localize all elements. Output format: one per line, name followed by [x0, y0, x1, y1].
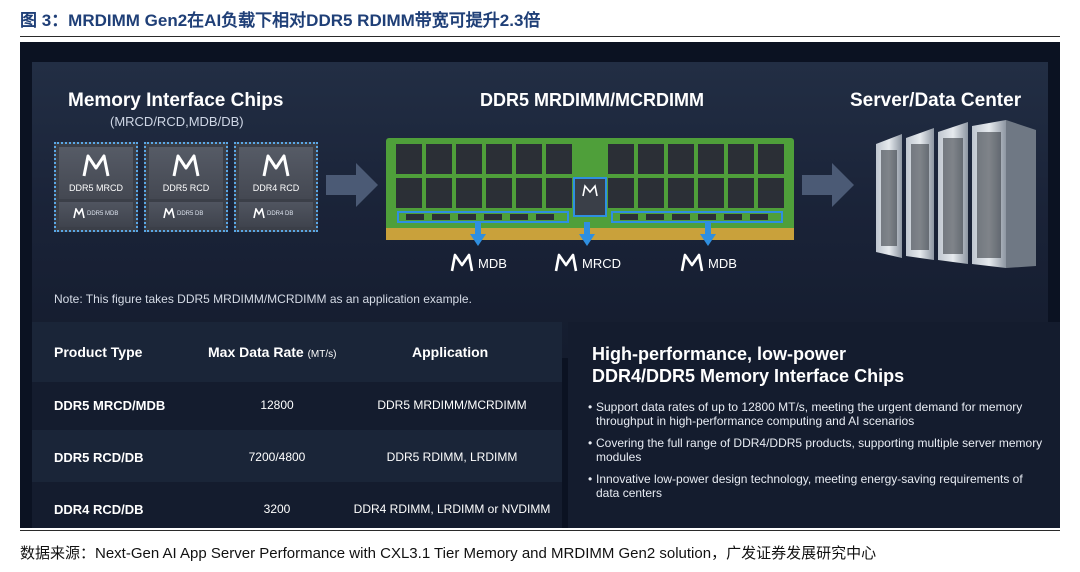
chip-ddr5-rcd: DDR5 RCD DDR5 DB — [144, 142, 228, 232]
chip-sublabel: DDR4 DB — [267, 211, 294, 217]
features-title-line1: High-performance, low-power — [592, 344, 847, 364]
feature-bullet: Covering the full range of DDR4/DDR5 pro… — [588, 436, 1048, 464]
header-max-data-rate: Max Data Rate (MT/s) — [208, 344, 337, 360]
table-row: DDR5 RCD/DB 7200/4800 DDR5 RDIMM, LRDIMM — [32, 430, 562, 482]
pointer-down-icon — [579, 222, 595, 246]
chips-heading: Memory Interface Chips — [68, 90, 284, 111]
chip-label: DDR4 RCD — [252, 183, 300, 193]
chip-label: DDR5 RCD — [162, 183, 210, 193]
server-heading: Server/Data Center — [850, 90, 1022, 111]
montage-logo-icon — [450, 253, 474, 272]
table-row: DDR4 RCD/DB 3200 DDR4 RDIMM, LRDIMM or N… — [54, 502, 551, 517]
top-rule — [20, 36, 1060, 37]
montage-logo-small-icon — [253, 208, 265, 219]
montage-logo-icon — [172, 154, 200, 177]
montage-logo-small-icon — [163, 208, 175, 219]
bottom-rule — [20, 530, 1060, 531]
callout-mdb-left: MDB — [450, 252, 507, 274]
memory-module-illustration — [386, 138, 794, 240]
server-rack-illustration — [876, 120, 1036, 268]
arrow-right-icon — [802, 163, 854, 207]
infographic-panel: Memory Interface Chips (MRCD/RCD,MDB/DB)… — [20, 42, 1060, 528]
figure-title: 图 3：MRDIMM Gen2在AI负载下相对DDR5 RDIMM带宽可提升2.… — [20, 11, 541, 30]
chip-sublabel: DDR5 DB — [177, 211, 204, 217]
pointer-down-icon — [700, 222, 716, 246]
arrow-right-icon — [326, 163, 378, 207]
montage-logo-icon — [680, 253, 704, 272]
chip-label: DDR5 MRCD — [69, 183, 123, 193]
callout-mdb-right: MDB — [680, 252, 737, 274]
chips-subheading: (MRCD/RCD,MDB/DB) — [110, 114, 244, 129]
features-title-line2: DDR4/DDR5 Memory Interface Chips — [592, 366, 905, 386]
montage-logo-icon — [262, 154, 290, 177]
montage-logo-small-icon — [73, 208, 85, 219]
callout-mrcd: MRCD — [554, 252, 621, 274]
feature-bullet: Support data rates of up to 12800 MT/s, … — [588, 400, 1048, 428]
feature-bullet: Innovative low-power design technology, … — [588, 472, 1048, 500]
montage-logo-icon — [554, 253, 578, 272]
chip-ddr4-rcd: DDR4 RCD DDR4 DB — [234, 142, 318, 232]
header-application: Application — [412, 344, 489, 360]
table-row: DDR5 MRCD/MDB 12800 DDR5 MRDIMM/MCRDIMM — [54, 398, 527, 413]
source-note: 数据来源：Next-Gen AI App Server Performance … — [20, 545, 877, 562]
diagram-note: Note: This figure takes DDR5 MRDIMM/MCRD… — [54, 292, 472, 306]
header-product-type: Product Type — [54, 344, 143, 360]
montage-logo-icon — [82, 154, 110, 177]
chip-ddr5-mrcd: DDR5 MRCD DDR5 MDB — [54, 142, 138, 232]
features-panel: High-performance, low-power DDR4/DDR5 Me… — [568, 322, 1060, 528]
pointer-down-icon — [470, 222, 486, 246]
table-header-row — [32, 322, 562, 382]
chip-sublabel: DDR5 MDB — [87, 211, 119, 217]
product-table: Product Type Max Data Rate (MT/s) Applic… — [32, 322, 562, 528]
module-heading: DDR5 MRDIMM/MCRDIMM — [480, 90, 704, 110]
